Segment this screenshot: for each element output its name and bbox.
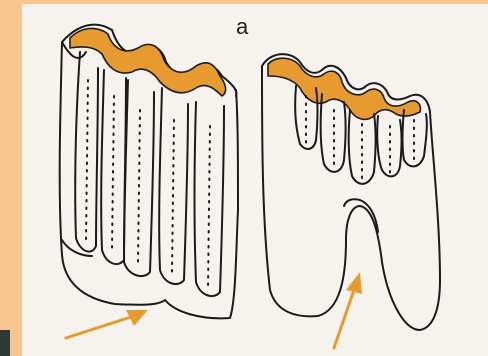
right-arrow-icon bbox=[334, 272, 362, 348]
left-arrow-icon bbox=[66, 310, 148, 338]
left-tooth-icon bbox=[60, 25, 238, 319]
